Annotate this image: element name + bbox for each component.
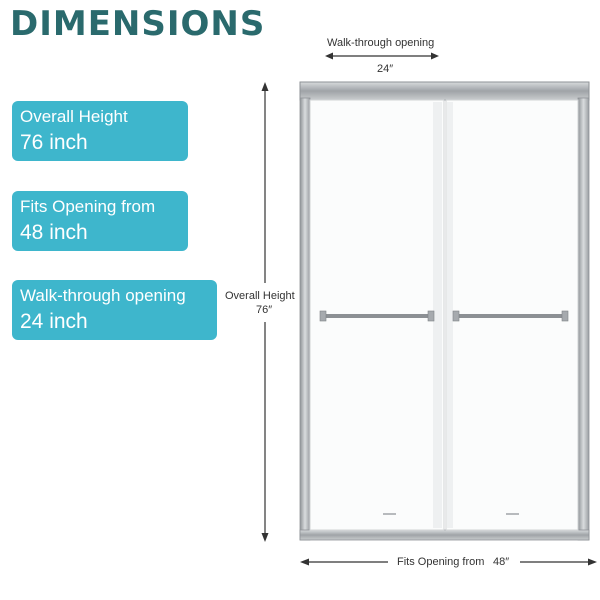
towel-bar-left: [319, 310, 435, 322]
spec-card-fits-opening: Fits Opening from 48 inch: [12, 191, 188, 251]
spec-value: 24 inch: [20, 310, 88, 333]
spec-label: Overall Height: [20, 107, 128, 126]
walkthrough-label: Walk-through opening: [327, 37, 435, 49]
spec-card-walkthrough: Walk-through opening 24 inch: [12, 280, 217, 340]
opening-value: 48″: [493, 556, 510, 568]
walkthrough-arrow: [325, 52, 439, 60]
glass-etch-mark-right: [506, 513, 519, 515]
spec-card-overall-height: Overall Height 76 inch: [12, 101, 188, 161]
spec-value: 48 inch: [20, 221, 88, 244]
spec-label: Walk-through opening: [20, 286, 186, 305]
height-label: Overall Height: [225, 290, 295, 302]
towel-bar-right: [452, 310, 569, 322]
height-value: 76″: [256, 304, 273, 316]
spec-label: Fits Opening from: [20, 197, 156, 216]
height-arrow: [261, 82, 269, 542]
door-frame: [299, 81, 590, 541]
page-title: DIMENSIONS: [10, 4, 266, 44]
opening-arrow: [300, 558, 597, 566]
glass-etch-mark-left: [383, 513, 396, 515]
spec-value: 76 inch: [20, 131, 88, 154]
opening-label: Fits Opening from: [397, 556, 485, 568]
walkthrough-value: 24″: [377, 63, 394, 75]
